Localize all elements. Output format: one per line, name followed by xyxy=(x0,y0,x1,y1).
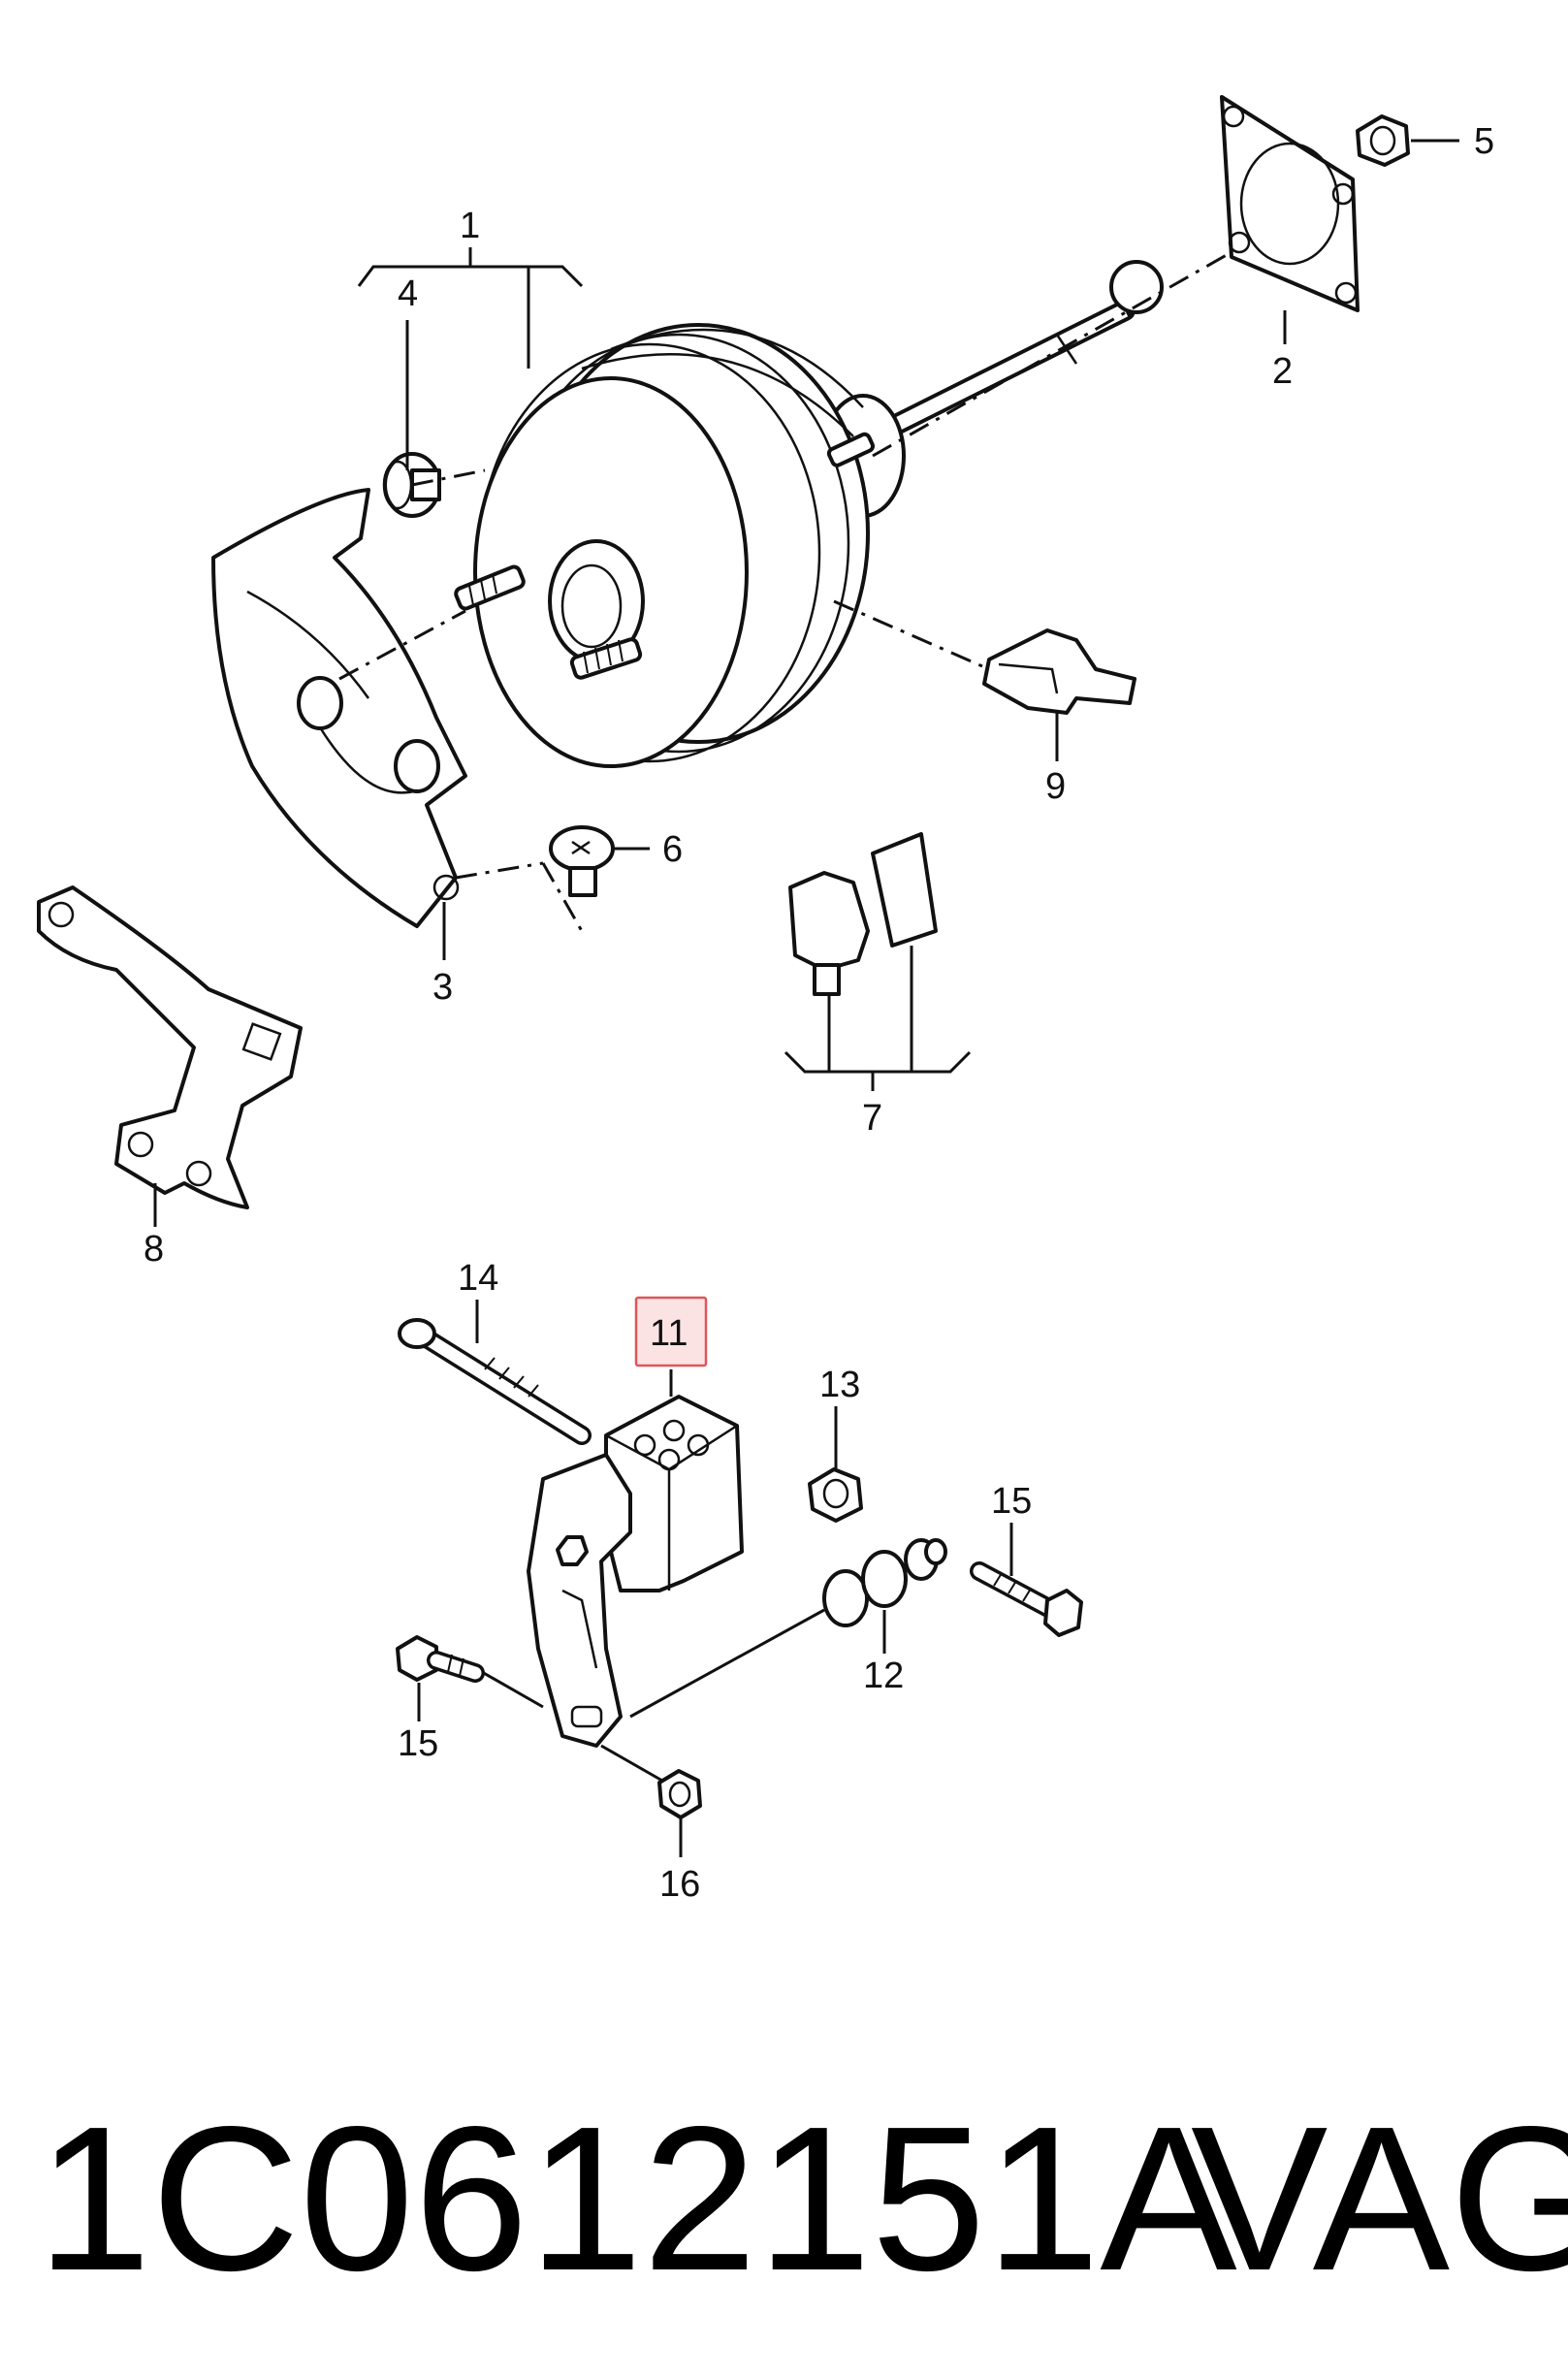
flange-nut xyxy=(1356,114,1410,167)
pressure-regulator xyxy=(398,1318,825,1786)
callout-2: 2 xyxy=(1272,351,1293,392)
callout-3: 3 xyxy=(432,967,453,1008)
callout-1: 1 xyxy=(460,206,480,246)
switch xyxy=(982,628,1136,715)
callout-11: 11 xyxy=(650,1313,688,1354)
bolt-15-left xyxy=(396,1635,485,1683)
vacuum-sensor xyxy=(788,832,938,996)
callout-15-left: 15 xyxy=(398,1723,438,1764)
bushing-12 xyxy=(822,1538,947,1627)
nut-16 xyxy=(657,1769,702,1819)
brand-name: VAG xyxy=(1191,2083,1568,2313)
callout-5: 5 xyxy=(1474,121,1494,162)
callout-14: 14 xyxy=(458,1258,498,1299)
part-number: 1C0612151A xyxy=(37,2083,1237,2313)
gasket xyxy=(1220,95,1360,312)
callout-12: 12 xyxy=(863,1656,904,1696)
bolt-15-right xyxy=(970,1561,1083,1637)
callout-9: 9 xyxy=(1045,766,1066,807)
callout-13: 13 xyxy=(819,1365,860,1405)
callout-4: 4 xyxy=(398,273,418,314)
callout-7: 7 xyxy=(862,1098,882,1139)
bracket xyxy=(37,885,303,1209)
callout-6: 6 xyxy=(662,829,683,870)
callout-16: 16 xyxy=(659,1864,700,1905)
nut-13 xyxy=(808,1467,863,1523)
leader-lines xyxy=(153,139,1459,1857)
screw xyxy=(549,825,615,897)
callout-8: 8 xyxy=(144,1229,164,1270)
highlight-box xyxy=(634,1296,708,1367)
dash-lines xyxy=(338,250,1232,932)
brake-booster xyxy=(454,260,1164,768)
heat-shield xyxy=(211,488,467,928)
callout-15-right: 15 xyxy=(991,1481,1032,1522)
grommet xyxy=(382,452,441,518)
